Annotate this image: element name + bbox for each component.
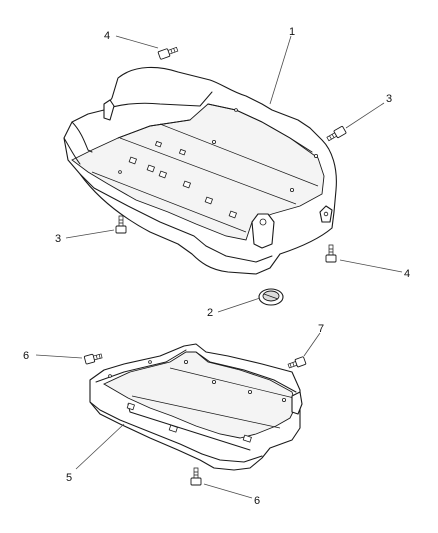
bolt-6-bottom bbox=[190, 467, 202, 486]
callout-4-right: 4 bbox=[404, 268, 410, 280]
drain-plug bbox=[258, 288, 284, 306]
bolt-6-left bbox=[83, 353, 103, 365]
callout-6-left: 6 bbox=[23, 350, 29, 362]
callout-3-left: 3 bbox=[55, 233, 61, 245]
bolt-3-right bbox=[326, 125, 347, 142]
callout-2: 2 bbox=[207, 307, 213, 319]
callout-4-top: 4 bbox=[104, 30, 110, 42]
leader-lines bbox=[35, 35, 403, 499]
callout-6-bottom: 6 bbox=[254, 495, 260, 507]
callout-1: 1 bbox=[289, 26, 295, 38]
lower-skid-plate bbox=[89, 343, 303, 471]
bolt-3-left bbox=[115, 215, 127, 234]
bolt-4-top bbox=[157, 46, 179, 60]
callout-7: 7 bbox=[318, 323, 324, 335]
bolt-7 bbox=[287, 356, 307, 369]
callout-5: 5 bbox=[66, 472, 72, 484]
bolt-4-right bbox=[325, 244, 337, 263]
callout-labels: 1 4 3 3 4 2 6 7 5 6 bbox=[23, 26, 410, 507]
callout-3-right: 3 bbox=[386, 93, 392, 105]
upper-skid-plate bbox=[63, 66, 337, 275]
